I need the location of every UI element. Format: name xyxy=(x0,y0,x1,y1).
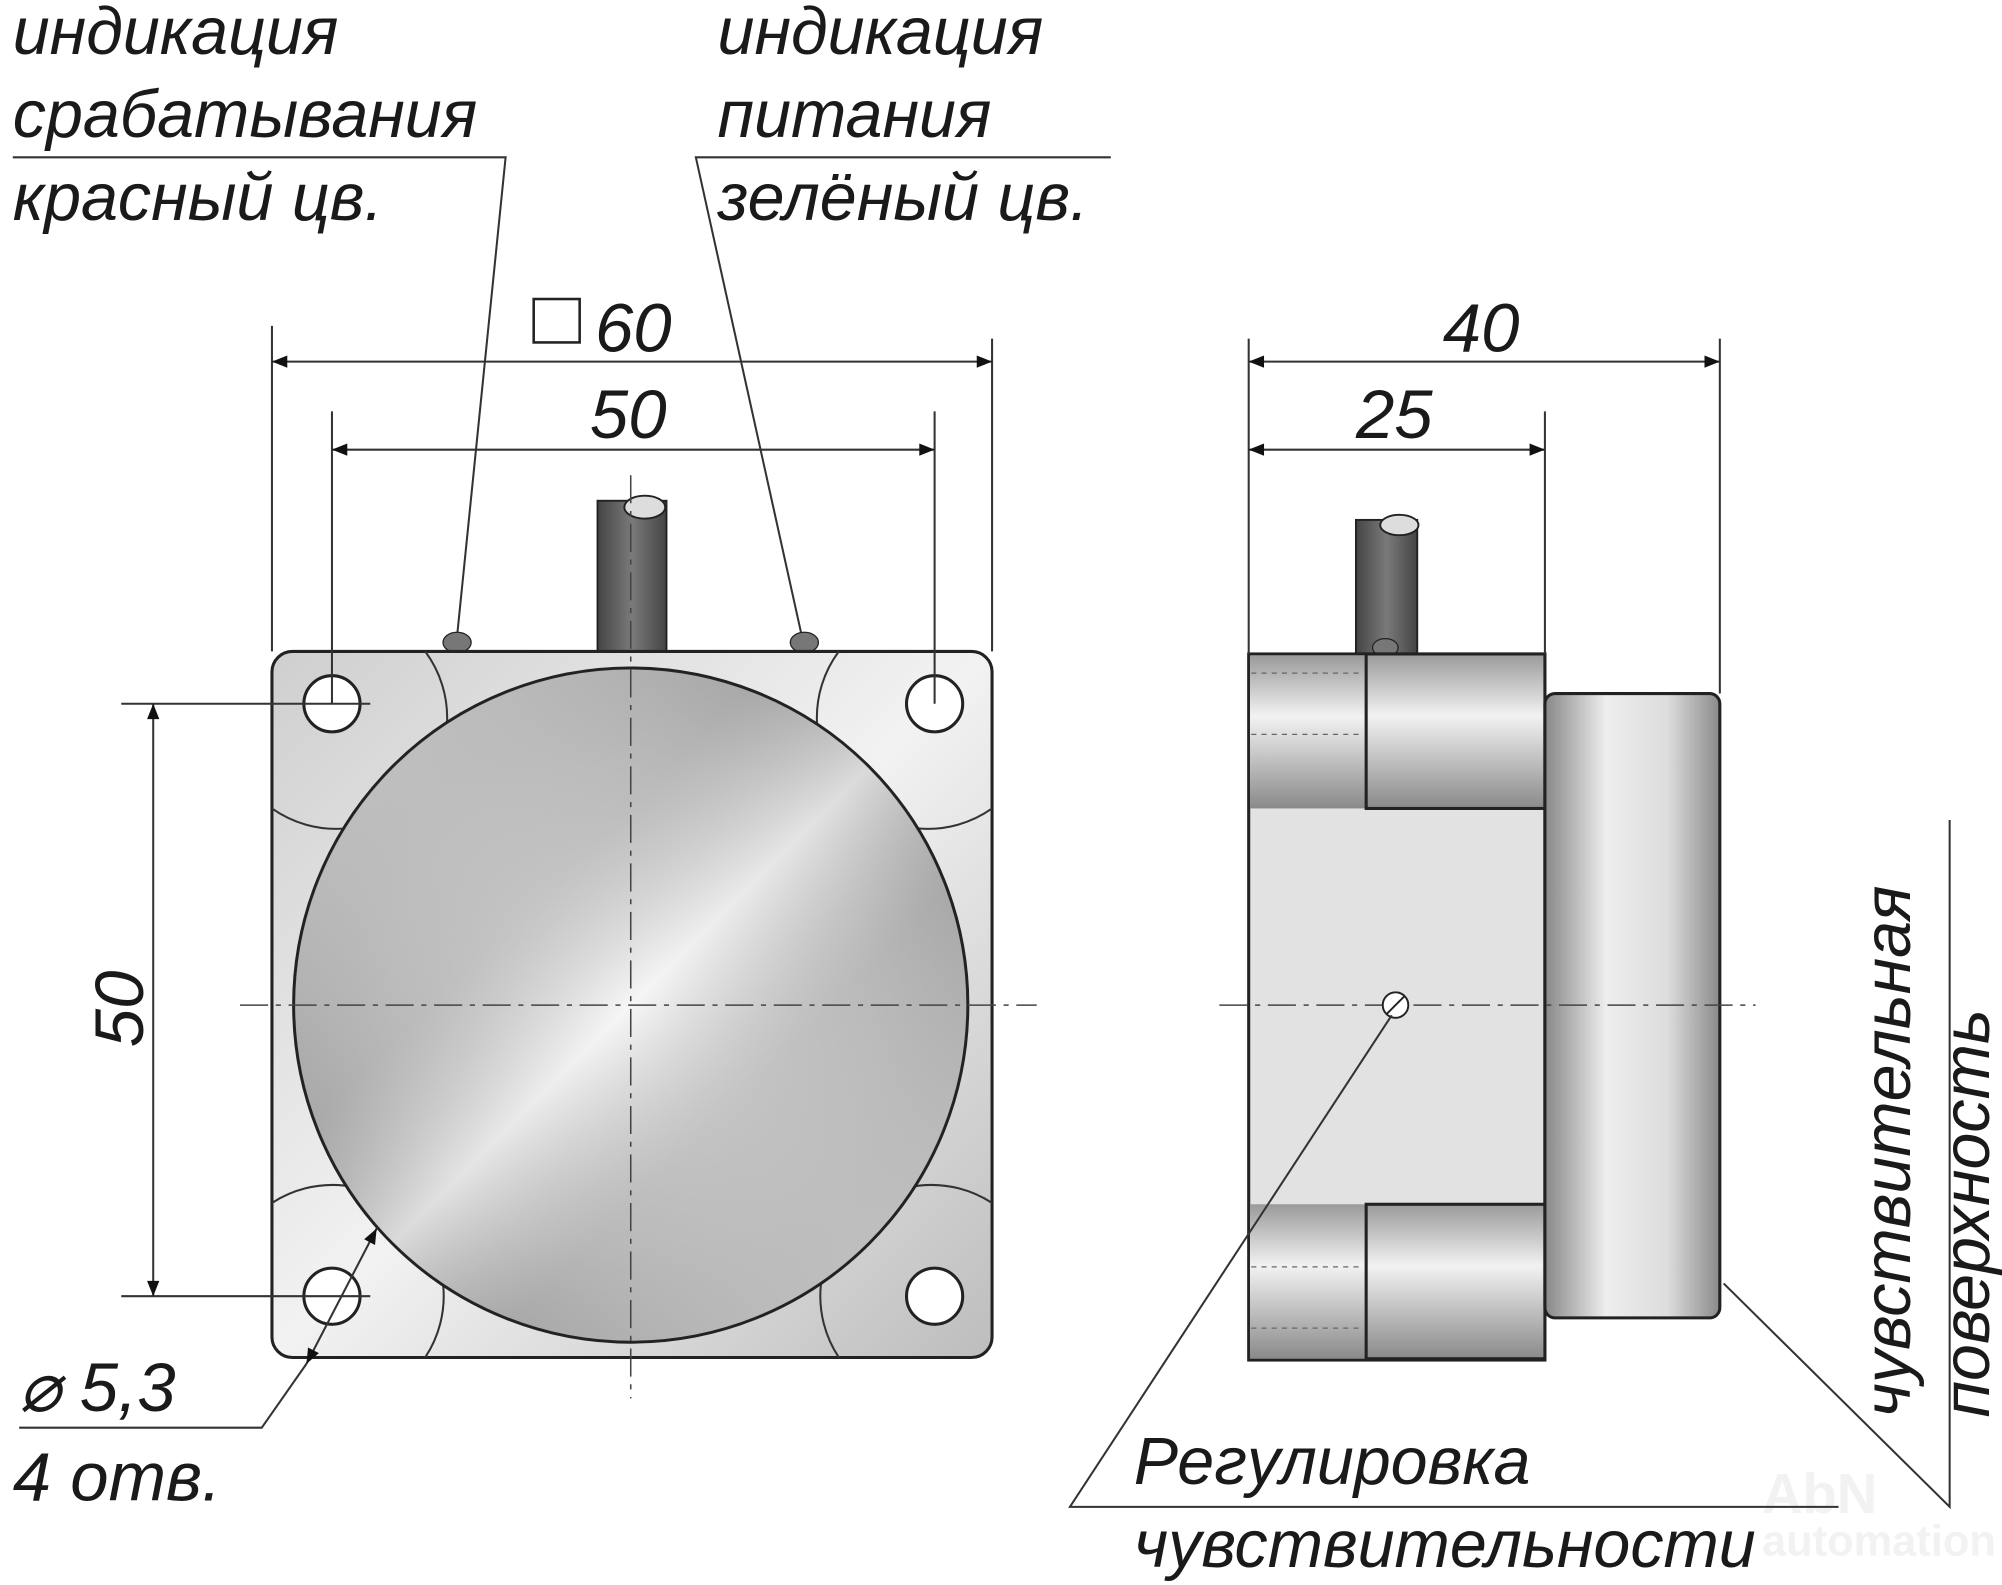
green-led-icon xyxy=(789,631,820,654)
leader-line xyxy=(694,156,1111,637)
mounting-block xyxy=(1364,1202,1547,1361)
label-line: поверхность xyxy=(1930,1009,2002,1417)
dimension-value: 60 xyxy=(595,289,672,366)
label-line: красный цв. xyxy=(13,161,383,235)
front-view xyxy=(240,475,1037,1399)
label-line: питания xyxy=(718,78,992,152)
dimension-value: 25 xyxy=(1355,376,1433,453)
cable xyxy=(1354,518,1419,658)
label-line: индикация xyxy=(718,0,1044,69)
red-led-icon xyxy=(442,631,472,654)
dimension-50-horizontal: 50 xyxy=(330,376,936,704)
leader-line xyxy=(12,156,507,637)
dimension-value: 50 xyxy=(81,971,158,1048)
body-shading xyxy=(1249,655,1367,809)
sensitivity-adjust-label: Регулировка чувствительности xyxy=(1068,1014,1839,1582)
hole-diameter-callout: ⌀ 5,3 4 отв. xyxy=(13,1228,378,1515)
cable-end xyxy=(623,494,667,520)
dimension-40: 40 xyxy=(1247,289,1721,694)
side-view xyxy=(1219,513,1756,1362)
sensing-surface-label: чувствительная поверхность xyxy=(1722,819,2002,1510)
dimension-25: 25 xyxy=(1248,376,1546,654)
label-line: Регулировка xyxy=(1134,1425,1531,1499)
cable-end xyxy=(1379,513,1420,537)
mounting-hole xyxy=(904,1266,965,1326)
label-line: индикация xyxy=(13,0,339,69)
cable xyxy=(596,499,668,655)
hole-count-text: 4 отв. xyxy=(13,1438,221,1515)
body-shading xyxy=(1249,1204,1367,1359)
watermark: AbN automation xyxy=(1762,1462,1996,1565)
label-line: срабатывания xyxy=(13,78,477,152)
trigger-indication-label: индикация срабатывания красный цв. xyxy=(12,0,507,637)
label-line: чувствительности xyxy=(1134,1508,1756,1582)
dimension-50-vertical: 50 xyxy=(81,702,371,1298)
square-symbol-icon xyxy=(532,297,581,344)
label-line: зелёный цв. xyxy=(717,161,1089,235)
mounting-block xyxy=(1364,652,1547,810)
power-indication-label: индикация питания зелёный цв. xyxy=(694,0,1111,637)
svg-text:AbN: AbN xyxy=(1762,1462,1877,1525)
label-line: чувствительная xyxy=(1851,885,1925,1417)
dimension-value: 50 xyxy=(590,376,667,453)
hole-diameter-text: ⌀ 5,3 xyxy=(19,1349,176,1426)
svg-text:automation: automation xyxy=(1762,1517,1996,1565)
dimension-value: 40 xyxy=(1443,289,1520,366)
dimension-60: 60 xyxy=(270,289,994,652)
